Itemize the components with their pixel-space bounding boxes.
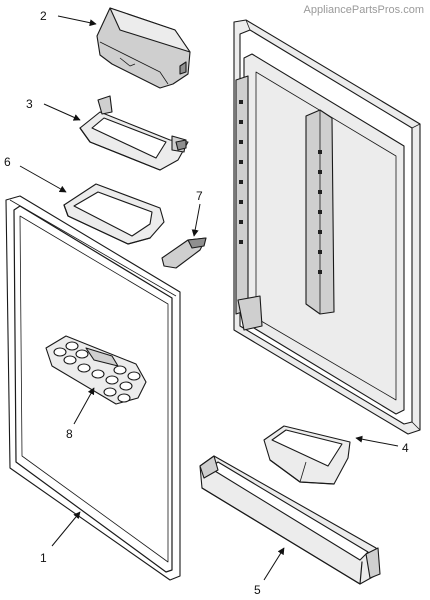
part-8-egg-tray[interactable] (45, 335, 147, 405)
part-2-dairy-door[interactable] (96, 7, 191, 89)
callout-6: 6 (4, 155, 11, 169)
callout-3: 3 (26, 97, 33, 111)
shelf-peg-holes (239, 100, 322, 274)
egg-cups (53, 341, 141, 403)
part-5-door-shelf[interactable] (199, 455, 381, 585)
watermark-text: AppliancePartsPros.com (304, 4, 424, 16)
part-7-clip[interactable] (161, 237, 207, 269)
door-liner[interactable] (233, 19, 421, 435)
callout-labels: 2 3 6 7 8 1 4 5 (4, 9, 409, 597)
part-3-dairy-tray[interactable] (79, 95, 189, 171)
callout-2: 2 (40, 9, 47, 23)
callout-5: 5 (254, 583, 261, 597)
callout-1: 1 (40, 551, 47, 565)
part-4-door-bin[interactable] (263, 425, 351, 485)
callout-7: 7 (196, 189, 203, 203)
callout-8: 8 (66, 427, 73, 441)
callout-4: 4 (402, 441, 409, 455)
part-6-shelf-frame[interactable] (63, 183, 165, 245)
leader-lines (19, 15, 399, 581)
